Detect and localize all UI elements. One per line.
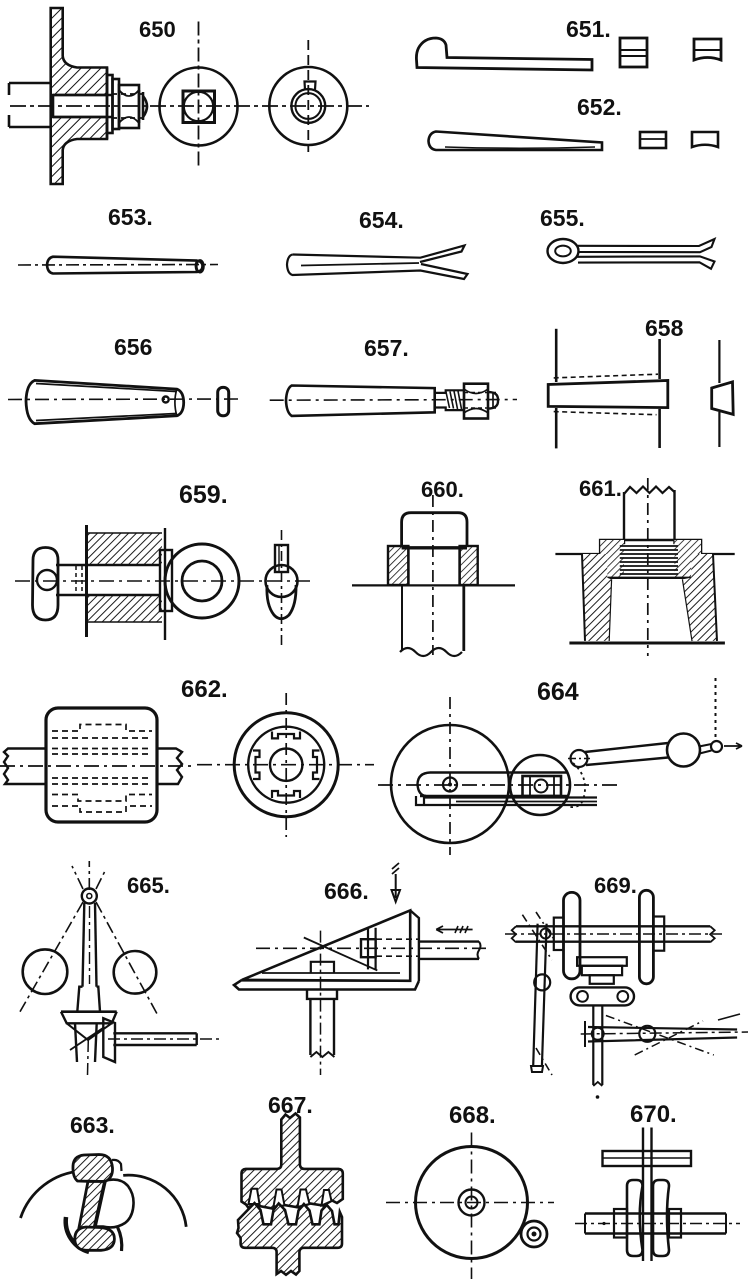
svg-text:654.: 654. bbox=[359, 207, 404, 233]
svg-text:663.: 663. bbox=[70, 1112, 115, 1138]
svg-text:665.: 665. bbox=[127, 873, 170, 898]
svg-text:664: 664 bbox=[537, 678, 579, 706]
svg-text:651.: 651. bbox=[566, 16, 611, 42]
svg-text:653.: 653. bbox=[108, 204, 153, 230]
svg-text:667.: 667. bbox=[268, 1092, 313, 1118]
svg-text:652.: 652. bbox=[577, 94, 622, 120]
svg-text:657.: 657. bbox=[364, 335, 409, 361]
svg-text:656: 656 bbox=[114, 334, 152, 360]
svg-text:659.: 659. bbox=[179, 481, 228, 509]
svg-text:670.: 670. bbox=[630, 1101, 677, 1128]
svg-text:655.: 655. bbox=[540, 205, 585, 231]
svg-text:658: 658 bbox=[645, 315, 684, 341]
svg-text:668.: 668. bbox=[449, 1102, 496, 1129]
svg-text:650: 650 bbox=[139, 17, 176, 42]
svg-text:661.: 661. bbox=[579, 476, 622, 501]
svg-text:669.: 669. bbox=[594, 873, 637, 898]
svg-text:660.: 660. bbox=[421, 477, 464, 502]
svg-text:666.: 666. bbox=[324, 878, 369, 904]
svg-text:662.: 662. bbox=[181, 676, 228, 703]
